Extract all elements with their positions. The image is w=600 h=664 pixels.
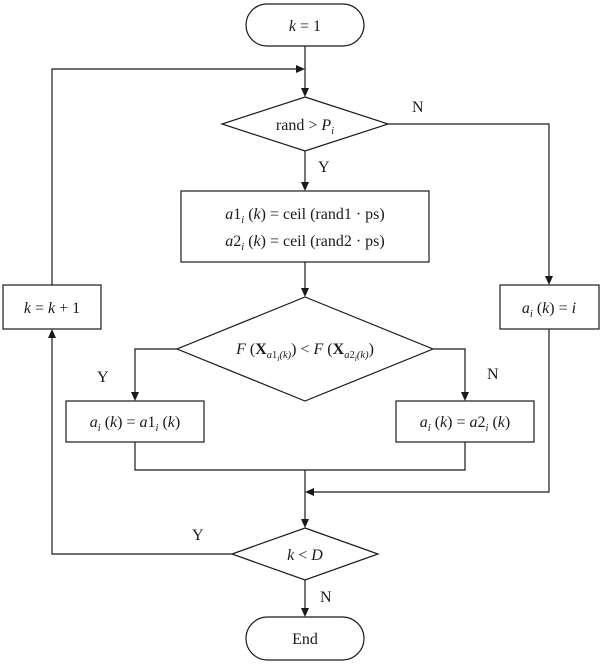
assign-line-1: a1i (k) = ceil (rand1 · ps): [225, 206, 384, 226]
arrow-fitness-no: [461, 392, 469, 401]
arrow-rand-no: [545, 276, 553, 285]
assign-far-right-label: ai (k) = i: [522, 300, 576, 320]
label-fitness-yes: Y: [97, 369, 109, 386]
edge-rand-no: [388, 123, 550, 278]
edge-fitness-yes: [134, 348, 177, 394]
arrow-far-right-merge: [305, 488, 314, 496]
decision-rand-label: rand > Pi: [276, 117, 334, 137]
end-terminal-label: End: [292, 631, 318, 648]
increment-box: [2, 284, 102, 330]
arrow-rand-yes: [301, 182, 309, 191]
label-rand-no: N: [412, 99, 424, 116]
arrow-increment-to-top: [296, 65, 305, 73]
edge-merge-branches: [134, 442, 466, 471]
arrow-fitness-yes: [131, 392, 139, 401]
start-terminal-label: k = 1: [289, 18, 321, 35]
assign-far-right-box: [499, 284, 600, 330]
arrow-loop-yes: [48, 329, 56, 338]
decision-fitness-label: F (Xa1i(k)) < F (Xa2i(k)): [235, 341, 374, 363]
edge-far-right-merge: [312, 329, 550, 493]
arrow-assign-to-fitness: [301, 288, 309, 297]
decision-fitness: [175, 296, 435, 402]
assign-right-box: [395, 400, 535, 443]
edge-increment-to-top: [51, 68, 298, 285]
arrow-start-to-rand: [301, 88, 309, 97]
arrow-merge-to-loop: [301, 519, 309, 528]
label-loop-no: N: [320, 589, 332, 606]
label-fitness-no: N: [487, 366, 499, 383]
assign-right-label: ai (k) = a2i (k): [420, 414, 510, 434]
arrow-loop-no: [301, 608, 309, 617]
assign-left-label: ai (k) = a1i (k): [90, 414, 180, 434]
decision-loop-label: k < D: [287, 547, 323, 564]
edge-loop-yes: [51, 336, 232, 555]
label-rand-yes: Y: [318, 159, 330, 176]
edge-fitness-no: [433, 348, 466, 394]
assign-line-2: a2i (k) = ceil (rand2 · ps): [225, 233, 384, 253]
label-loop-yes: Y: [192, 527, 204, 544]
assign-random-indices-box: [180, 190, 430, 263]
increment-label: k = k + 1: [24, 300, 80, 317]
